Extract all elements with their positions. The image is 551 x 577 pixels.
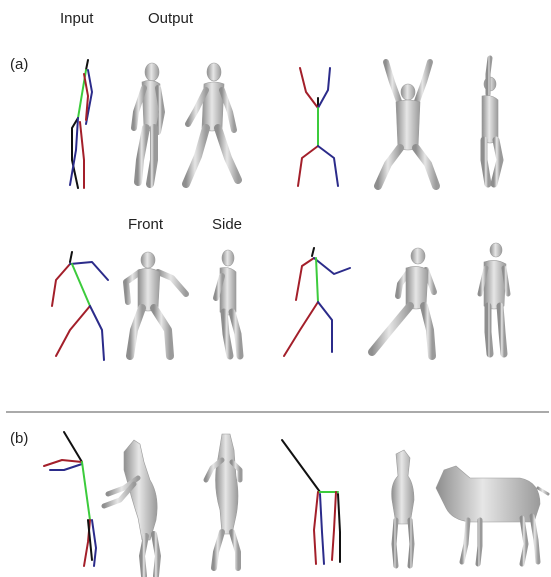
horse-mesh-output-2 (206, 434, 240, 568)
human-mesh-output-5 (126, 252, 186, 356)
human-mesh-output-7 (372, 248, 434, 356)
horse-mesh-output-4 (436, 466, 548, 564)
human-mesh-output-8 (480, 243, 508, 354)
human-mesh-output-6 (216, 250, 240, 356)
skeleton-input-1 (70, 60, 92, 188)
human-mesh-output-3 (378, 62, 436, 186)
human-mesh-output-4 (482, 58, 500, 184)
skeleton-input-horse-2 (282, 440, 340, 564)
skeleton-input-horse-1 (44, 432, 96, 566)
horse-mesh-output-3 (392, 450, 414, 566)
human-mesh-output-1 (134, 63, 162, 184)
skeleton-input-4 (284, 248, 350, 356)
horse-mesh-output-1 (104, 440, 158, 576)
human-mesh-output-2 (186, 63, 238, 184)
skeleton-input-2 (298, 68, 338, 186)
skeleton-input-3 (52, 252, 108, 360)
